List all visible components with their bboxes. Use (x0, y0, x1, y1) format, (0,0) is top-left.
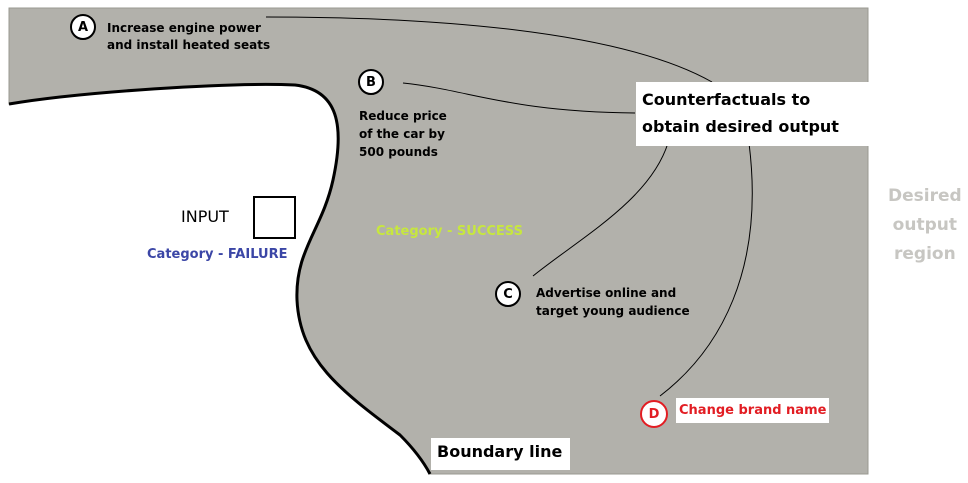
desired-output-region-label: Desired output region (888, 186, 962, 264)
boundary-line-label: Boundary line (431, 438, 571, 470)
counterfactuals-box: Counterfactuals to obtain desired output (636, 82, 872, 146)
counterfactual-a-text: Increase engine power and install heated… (107, 21, 271, 52)
marker-b: B (358, 69, 384, 95)
marker-c: C (495, 281, 521, 307)
marker-d: D (640, 400, 668, 428)
failure-label: Category - FAILURE (147, 247, 288, 262)
success-label: Category - SUCCESS (376, 224, 523, 239)
boundary-line (8, 82, 432, 475)
counterfactual-d-text: Change brand name (676, 398, 830, 423)
connector-b (402, 82, 636, 114)
counterfactual-c-text: Advertise online and target young audien… (536, 286, 690, 318)
connector-d (659, 142, 753, 397)
connector-a (265, 16, 713, 83)
marker-a: A (70, 14, 96, 40)
counterfactual-b-text: Reduce price of the car by 500 pounds (359, 109, 447, 159)
connector-c (532, 142, 669, 277)
input-square (253, 196, 296, 239)
input-label: INPUT (181, 207, 229, 226)
